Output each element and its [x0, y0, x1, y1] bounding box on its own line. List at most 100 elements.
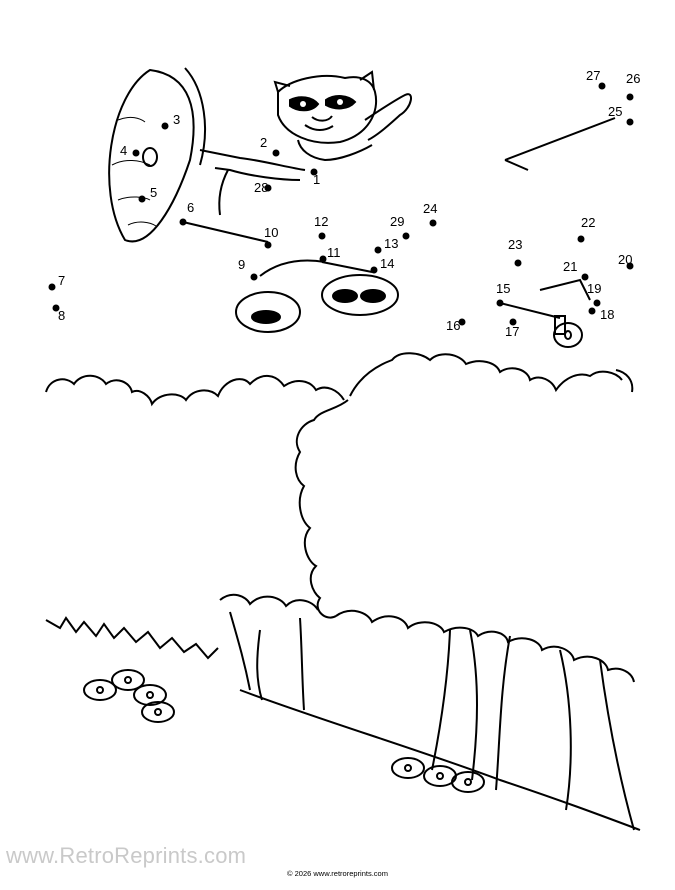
dot-11: 11 — [319, 245, 341, 263]
dot-marker — [588, 307, 596, 315]
dot-marker — [577, 235, 585, 243]
dot-23: 23 — [508, 237, 522, 267]
dot-number-label: 12 — [314, 214, 328, 229]
dot-marker — [310, 168, 318, 176]
dot-number-label: 2 — [260, 135, 267, 150]
dot-marker — [132, 149, 140, 157]
dot-16: 16 — [446, 318, 466, 333]
watermark: www.RetroReprints.com — [6, 843, 247, 868]
dot-number-label: 28 — [254, 180, 268, 195]
dot-7: 7 — [48, 273, 65, 291]
dot-number-label: 3 — [173, 112, 180, 127]
dot-marker — [509, 318, 517, 326]
flower-cluster-right — [391, 757, 485, 793]
dot-marker — [496, 299, 504, 307]
dot-12: 12 — [314, 214, 328, 240]
dot-20: 20 — [618, 252, 634, 270]
dot-5: 5 — [138, 185, 157, 203]
dot-marker — [374, 246, 382, 254]
dot-marker — [52, 304, 60, 312]
dot-4: 4 — [120, 143, 140, 158]
dot-22: 22 — [577, 215, 595, 243]
copyright-text: © 2026 www.retroreprints.com — [287, 869, 388, 878]
dot-number-label: 26 — [626, 71, 640, 86]
dot-marker — [458, 318, 466, 326]
flower-cluster-left — [83, 669, 175, 723]
dot-number-label: 15 — [496, 281, 510, 296]
dot-marker — [318, 232, 326, 240]
dot-marker — [319, 255, 327, 263]
dot-15: 15 — [496, 281, 510, 307]
dot-marker — [179, 218, 187, 226]
ground-line — [239, 689, 641, 831]
dot-number-label: 24 — [423, 201, 437, 216]
dot-number-label: 27 — [586, 68, 600, 83]
dot-2: 2 — [260, 135, 280, 157]
dot-number-label: 25 — [608, 104, 622, 119]
dot-marker — [514, 259, 522, 267]
dot-marker — [626, 93, 634, 101]
dot-18: 18 — [588, 307, 614, 322]
dot-marker — [138, 195, 146, 203]
dot-26: 26 — [626, 71, 640, 101]
dot-13: 13 — [374, 236, 398, 254]
dot-6: 6 — [179, 200, 194, 226]
propeller-drawing — [108, 67, 306, 243]
dot-number-label: 29 — [390, 214, 404, 229]
landing-gear-drawing — [182, 221, 399, 333]
dot-marker — [272, 149, 280, 157]
dot-21: 21 — [563, 259, 589, 281]
hedge-drawing — [45, 352, 634, 407]
dot-number-label: 5 — [150, 185, 157, 200]
dot-marker — [370, 266, 378, 274]
dot-1: 1 — [310, 168, 320, 187]
dot-marker — [264, 241, 272, 249]
dot-number-label: 21 — [563, 259, 577, 274]
dot-number-label: 17 — [505, 324, 519, 339]
dot-28: 28 — [254, 180, 272, 195]
dot-marker — [402, 232, 410, 240]
dot-17: 17 — [505, 318, 519, 339]
dot-number-label: 20 — [618, 252, 632, 267]
dot-14: 14 — [370, 256, 394, 274]
dot-8: 8 — [52, 304, 65, 323]
dot-number-label: 22 — [581, 215, 595, 230]
dot-27: 27 — [586, 68, 606, 90]
dot-marker — [626, 262, 634, 270]
dot-29: 29 — [390, 214, 410, 240]
dot-marker — [429, 219, 437, 227]
dot-number-label: 9 — [238, 257, 245, 272]
dot-10: 10 — [264, 225, 278, 249]
tail-drawing — [499, 117, 616, 348]
dot-marker — [581, 273, 589, 281]
raccoon-drawing — [273, 70, 412, 162]
dot-marker — [598, 82, 606, 90]
dot-3: 3 — [161, 112, 180, 130]
dot-number-label: 16 — [446, 318, 460, 333]
dot-number-label: 19 — [587, 281, 601, 296]
dot-number-label: 23 — [508, 237, 522, 252]
dot-marker — [250, 273, 258, 281]
dot-number-label: 8 — [58, 308, 65, 323]
dot-number-label: 18 — [600, 307, 614, 322]
dot-number-label: 7 — [58, 273, 65, 288]
dot-marker — [264, 184, 272, 192]
flowers-drawing — [83, 669, 485, 793]
bush-drawing — [45, 399, 635, 683]
dot-9: 9 — [238, 257, 258, 281]
dot-marker — [593, 299, 601, 307]
dot-number-label: 1 — [313, 172, 320, 187]
dot-number-label: 14 — [380, 256, 394, 271]
trees-drawing — [229, 611, 635, 831]
dot-number-label: 4 — [120, 143, 127, 158]
dot-marker — [626, 118, 634, 126]
dot-number-label: 6 — [187, 200, 194, 215]
dot-24: 24 — [423, 201, 437, 227]
dot-19: 19 — [587, 281, 601, 307]
dot-number-label: 10 — [264, 225, 278, 240]
dot-number-label: 11 — [327, 245, 341, 260]
dot-marker — [161, 122, 169, 130]
dot-marker — [48, 283, 56, 291]
